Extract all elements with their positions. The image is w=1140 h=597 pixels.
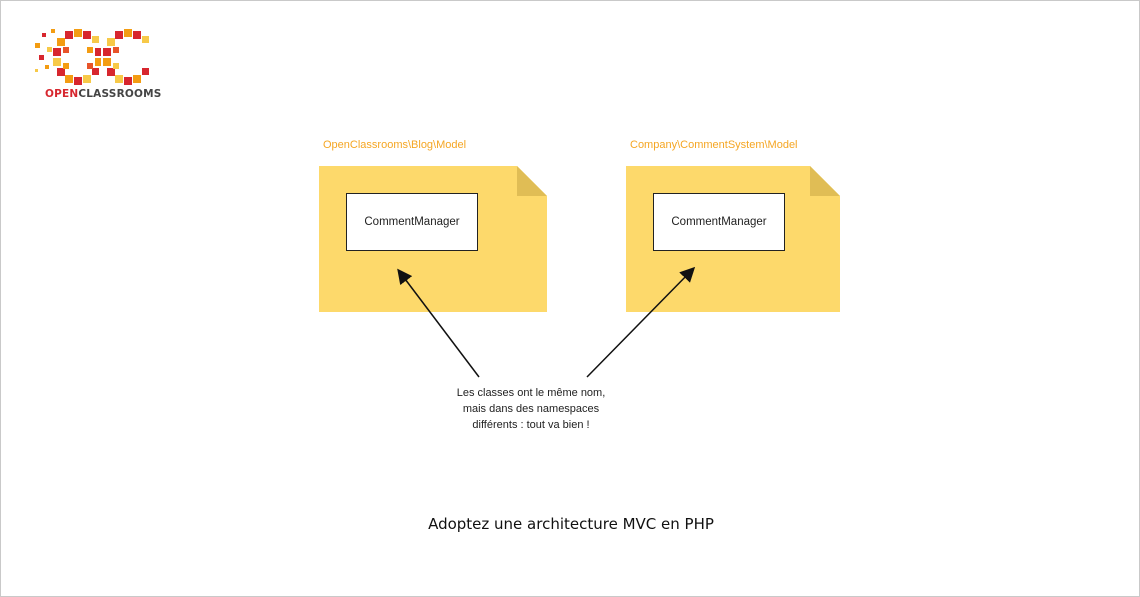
brand-name-open: OPEN (45, 88, 79, 100)
left-package-label: OpenClassrooms\Blog\Model (323, 139, 467, 151)
left-class-name: CommentManager (364, 216, 460, 228)
note-line-3: différents : tout va bien ! (472, 419, 590, 431)
left-arrow (397, 268, 480, 378)
note-line-1: Les classes ont le même nom, (456, 387, 606, 399)
openclassrooms-oc-logo-icon (35, 29, 149, 85)
right-class-name: CommentManager (671, 216, 767, 228)
namespace-diagram: OpenClassrooms\Blog\Model Company\Commen… (301, 131, 861, 441)
note-line-2: mais dans des namespaces (462, 403, 600, 415)
course-title: Adoptez une architecture MVC en PHP (428, 515, 714, 533)
right-arrow (586, 266, 696, 378)
right-class-box: CommentManager (653, 193, 785, 251)
brand-wordmark: OPENCLASSROOMS (45, 88, 162, 100)
left-class-box: CommentManager (346, 193, 478, 251)
arrows-layer (397, 266, 696, 378)
diagram-note: Les classes ont le même nom, mais dans d… (431, 385, 631, 433)
brand-name-classrooms: CLASSROOMS (78, 88, 162, 100)
right-package-label: Company\CommentSystem\Model (630, 139, 798, 151)
